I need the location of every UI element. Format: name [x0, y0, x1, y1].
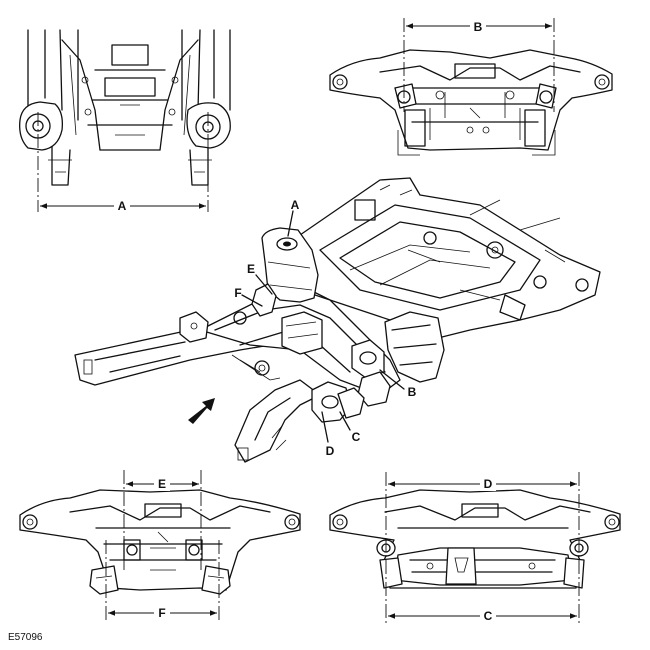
bottom-right-detail-view: D C [329, 472, 621, 625]
figure-code: E57096 [8, 632, 43, 643]
callout-label-f: F [234, 286, 241, 300]
centre-isometric-view: A E F B D C [74, 177, 601, 463]
bottom-left-detail-view: E F [19, 470, 301, 620]
callout-label-e: E [247, 262, 255, 276]
callout-label-d: D [326, 444, 335, 458]
dimension-label-b: B [474, 20, 483, 34]
dimension-label-e: E [158, 477, 166, 491]
dimension-label-c: C [484, 609, 493, 623]
callout-label-c: C [352, 430, 361, 444]
top-right-detail-view: B [329, 18, 613, 156]
callout-label-a: A [291, 198, 300, 212]
dimension-label-f: F [158, 606, 165, 620]
dimension-label-a: A [118, 199, 127, 213]
callout-label-b: B [408, 385, 417, 399]
top-left-detail-view: A [19, 29, 231, 213]
dimension-label-d: D [484, 477, 493, 491]
direction-arrow-icon [188, 398, 215, 424]
